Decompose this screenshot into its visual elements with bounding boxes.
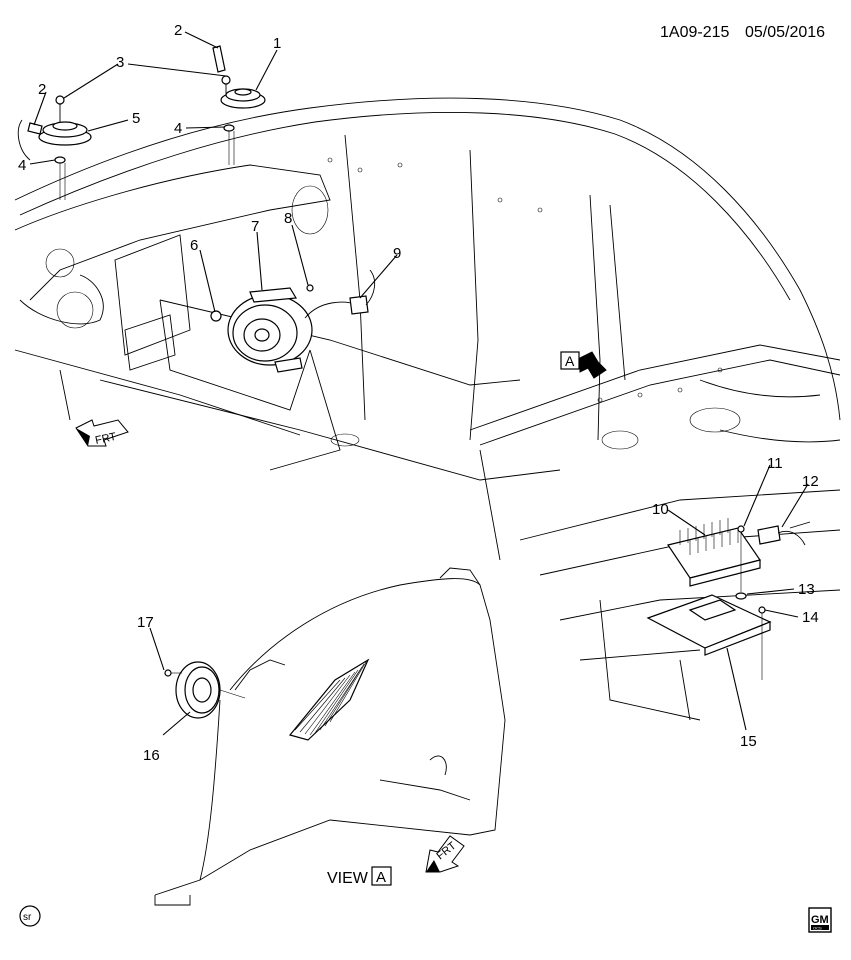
view-a-box-letter: A [565,353,575,369]
wiring-harness-9 [304,269,376,319]
callout-4-lower: 4 [18,157,26,174]
tweeter-assembly-right [212,45,266,165]
callout-1: 1 [273,35,281,52]
callout-labels: 1 2 2 3 4 4 5 6 7 8 9 10 11 12 13 14 15 … [18,22,819,764]
view-a-arrow [579,351,607,379]
quarter-trim-panel [154,567,506,906]
front-arrow-view-a: FRT [425,835,465,873]
connector-12 [757,521,811,546]
leader-lines [29,31,809,736]
view-a-marker: A [560,351,607,379]
gm-logo-text: GM [811,914,829,926]
sr-badge: sr [19,905,41,927]
diagram-date: 05/05/2016 [745,24,825,41]
rear-speaker-16 [164,661,246,719]
callout-16: 16 [143,747,160,764]
amplifier-10 [667,518,761,587]
callout-2-lower: 2 [38,81,46,98]
diagram-code: 1A09-215 [660,24,729,41]
speaker-grille-mesh [294,661,367,736]
callout-17: 17 [137,614,154,631]
callout-10: 10 [652,501,669,518]
callout-11: 11 [767,455,783,472]
callout-8: 8 [284,210,292,227]
gm-logo: GM OCS [808,907,832,933]
callout-3: 3 [116,54,124,71]
callout-5: 5 [132,110,140,127]
front-arrow-main: FRT [75,419,129,447]
mounting-bracket-15 [646,525,772,680]
callout-7: 7 [251,218,259,235]
callout-12: 12 [802,473,819,490]
callout-9: 9 [393,245,401,262]
callout-2-upper: 2 [174,22,182,39]
callout-13: 13 [798,581,815,598]
callout-6: 6 [190,237,198,254]
front-arrow-main-label: FRT [94,431,117,447]
view-caption-label: VIEW [327,870,369,887]
gm-logo-sub: OCS [813,926,822,931]
tweeter-assembly-left [17,95,92,200]
door-speaker-7 [210,284,314,373]
callout-15: 15 [740,733,757,750]
callout-14: 14 [802,609,819,626]
view-caption-letter: A [376,869,386,886]
callout-4-upper: 4 [174,120,182,137]
sr-badge-text: sr [23,912,32,923]
